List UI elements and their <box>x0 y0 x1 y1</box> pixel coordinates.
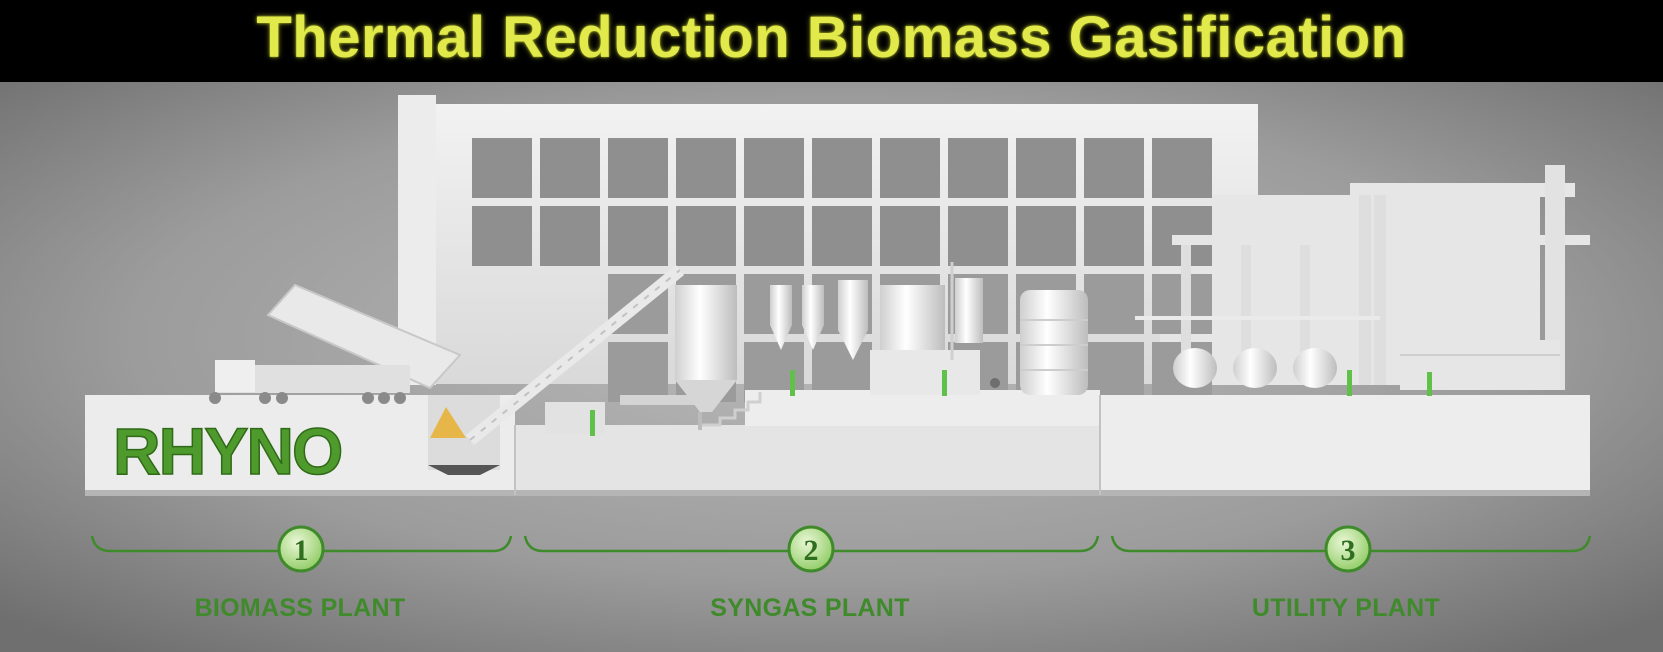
window-pane <box>880 206 940 266</box>
window-pane <box>1152 138 1212 198</box>
window-pane <box>1016 206 1076 266</box>
window-pane <box>608 342 668 402</box>
window-pane <box>1016 138 1076 198</box>
feed-hopper <box>428 395 500 475</box>
window-pane <box>1084 206 1144 266</box>
inclined-conveyor <box>465 264 685 446</box>
platform-base <box>85 390 1590 496</box>
window-pane <box>472 206 532 266</box>
window-pane <box>540 206 600 266</box>
window-pane <box>880 138 940 198</box>
window-pane <box>608 206 668 266</box>
window-pane <box>676 206 736 266</box>
section-label-syngas: SYNGAS PLANT <box>710 594 910 622</box>
section-badge-1: 1 <box>277 525 325 573</box>
section-label-utility: UTILITY PLANT <box>1251 594 1441 622</box>
window-pane <box>608 138 668 198</box>
window-pane <box>676 138 736 198</box>
window-pane <box>1084 138 1144 198</box>
section-badge-2: 2 <box>787 525 835 573</box>
syngas-equipment <box>545 262 1088 434</box>
window-pane <box>812 138 872 198</box>
plant-illustration: RHYNO 1 2 3 <box>0 82 1663 652</box>
window-pane <box>812 206 872 266</box>
section-badge-3: 3 <box>1324 525 1372 573</box>
rhyno-logo-text: RHYNO <box>113 414 341 488</box>
window-pane <box>948 206 1008 266</box>
dump-truck <box>209 283 462 404</box>
window-pane <box>744 206 804 266</box>
rhyno-logo: RHYNO <box>112 413 344 489</box>
window-pane <box>472 138 532 198</box>
worker-figures <box>590 370 1432 436</box>
section-label-biomass: BIOMASS PLANT <box>194 594 406 622</box>
section-number-2: 2 <box>804 534 819 567</box>
page-title: Thermal Reduction Biomass Gasification <box>256 5 1407 70</box>
window-pane <box>540 138 600 198</box>
title-bar: Thermal Reduction Biomass Gasification <box>0 0 1663 82</box>
window-pane <box>948 138 1008 198</box>
section-number-3: 3 <box>1341 534 1356 567</box>
utility-equipment <box>1135 165 1590 390</box>
window-pane <box>1084 274 1144 334</box>
window-pane <box>744 138 804 198</box>
section-number-1: 1 <box>294 534 309 567</box>
